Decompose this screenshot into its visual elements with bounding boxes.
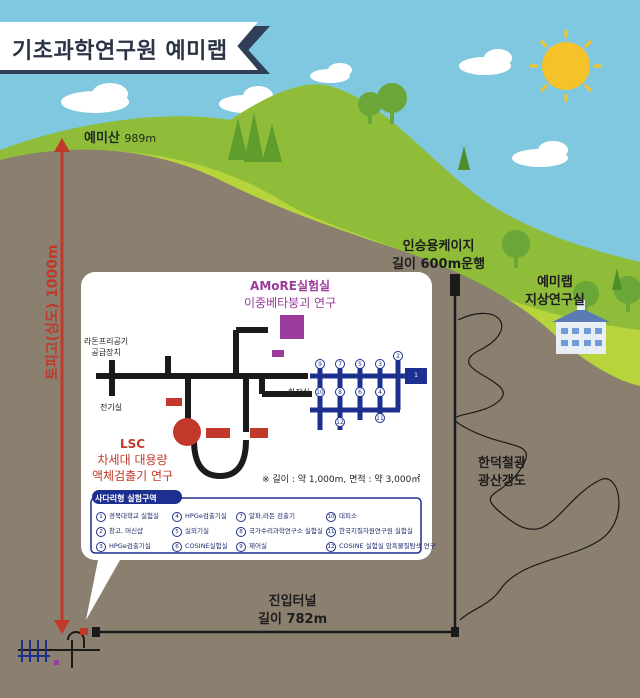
legend-item-text: COSINE 실험실 암흑물질탐색 연구 <box>339 542 436 550</box>
trees <box>228 83 640 312</box>
legend-item-number: 3 <box>96 542 106 552</box>
cable-car-label: 인승용케이지 길이 600m운행 <box>392 238 485 274</box>
legend-item-text: HPGe검출기실 <box>185 512 227 520</box>
lsc-title: LSC <box>120 437 146 451</box>
room-number: 9 <box>315 359 325 369</box>
room-number: 11 <box>375 413 385 423</box>
ground-lab-building-icon <box>552 300 610 354</box>
legend-item-number: 8 <box>236 527 246 537</box>
title-banner <box>0 22 258 70</box>
legend-item-text: 창고, 머신샵 <box>109 527 144 535</box>
mountain-height: 989m <box>124 132 157 145</box>
mine-label: 한덕철광 광산갱도 <box>478 455 526 491</box>
legend-item-number: 10 <box>326 512 336 522</box>
mountain-name: 예미산 <box>84 131 120 146</box>
cable-car-line1: 인승용케이지 <box>402 239 475 254</box>
legend-item-number: 9 <box>236 542 246 552</box>
room-number: 1 <box>411 371 421 381</box>
room-number: 12 <box>335 417 345 427</box>
mine-line2: 광산갱도 <box>478 474 526 489</box>
sun-icon <box>530 30 602 102</box>
room-number: 10 <box>315 387 325 397</box>
room-number: 2 <box>393 351 403 361</box>
radon-label: 라돈프리공기 공급장치 <box>84 336 128 358</box>
amore-desc: 이중베타붕괴 연구 <box>244 296 337 310</box>
legend-item-text: 실외기실 <box>185 527 209 535</box>
room-number: 7 <box>335 359 345 369</box>
legend-item-text: HPGe검출기실 <box>109 542 151 550</box>
legend-item-number: 2 <box>96 527 106 537</box>
ground-lab-label: 예미랩 지상연구실 <box>525 274 585 310</box>
legend-box <box>90 490 422 554</box>
page-title: 기초과학연구원 예미랩 <box>12 39 228 64</box>
electric-room-label: 전기실 <box>100 403 123 412</box>
ground-lab-line2: 지상연구실 <box>525 293 585 308</box>
radon-line2: 공급장치 <box>91 348 121 357</box>
lsc-line1: 차세대 대용량 <box>97 453 168 467</box>
spec-note: ※ 길이 : 약 1,000m, 면적 : 약 3,000㎡ <box>262 475 421 485</box>
legend-item-text: 대피소 <box>339 512 357 520</box>
legend-item-text: 한국지질자원연구원 실험실 <box>339 527 413 535</box>
legend-item-text: 제어실 <box>249 542 267 550</box>
amore-lab-room <box>280 315 304 339</box>
legend-item-number: 12 <box>326 542 336 552</box>
legend-item-text: COSINE실험실 <box>185 542 228 550</box>
room-number: 6 <box>355 387 365 397</box>
restroom-label: 화장실 <box>288 388 311 397</box>
depth-label: 토피고(심도) 1000m <box>45 244 61 380</box>
cable-shaft <box>450 274 460 632</box>
entry-tunnel <box>92 627 459 637</box>
legend-item-text: 국가수리과학연구소 실험실 <box>249 527 323 535</box>
clouds <box>61 49 568 167</box>
mine-tunnels <box>454 312 620 621</box>
amore-label: AMoRE실험실 이중베타붕괴 연구 <box>244 278 336 312</box>
mini-lab-icon <box>18 628 100 668</box>
room-number: 5 <box>355 359 365 369</box>
legend-item-number: 7 <box>236 512 246 522</box>
depth-arrow <box>54 138 70 634</box>
legend-item-number: 6 <box>172 542 182 552</box>
tunnel-line1: 진입터널 <box>268 594 317 609</box>
amore-title: AMoRE실험실 <box>250 279 331 293</box>
cable-car-line2: 길이 600m운행 <box>392 257 486 272</box>
room-number: 4 <box>375 387 385 397</box>
legend-item-number: 4 <box>172 512 182 522</box>
legend-item-text: 경북대학교 실험실 <box>109 512 159 520</box>
legend-item-number: 5 <box>172 527 182 537</box>
ground-lab-line1: 예미랩 <box>536 275 573 290</box>
legend-item-text: 알파,라돈 검출기 <box>249 512 295 520</box>
tunnel-line2: 길이 782m <box>258 612 328 627</box>
mine-line1: 한덕철광 <box>478 456 526 471</box>
lsc-line2: 액체검출기 연구 <box>92 469 174 483</box>
lsc-detector <box>173 418 201 446</box>
room-number: 8 <box>335 387 345 397</box>
legend-title: 사다리형 실험구역 <box>95 494 157 503</box>
lsc-label: LSC 차세대 대용량 액체검출기 연구 <box>92 436 173 484</box>
legend-item-number: 11 <box>326 527 336 537</box>
tunnel-label: 진입터널 길이 782m <box>258 593 327 629</box>
radon-line1: 라돈프리공기 <box>84 337 129 346</box>
mountain-label: 예미산 989m <box>84 127 156 146</box>
legend-item-number: 1 <box>96 512 106 522</box>
room-number: 3 <box>375 359 385 369</box>
